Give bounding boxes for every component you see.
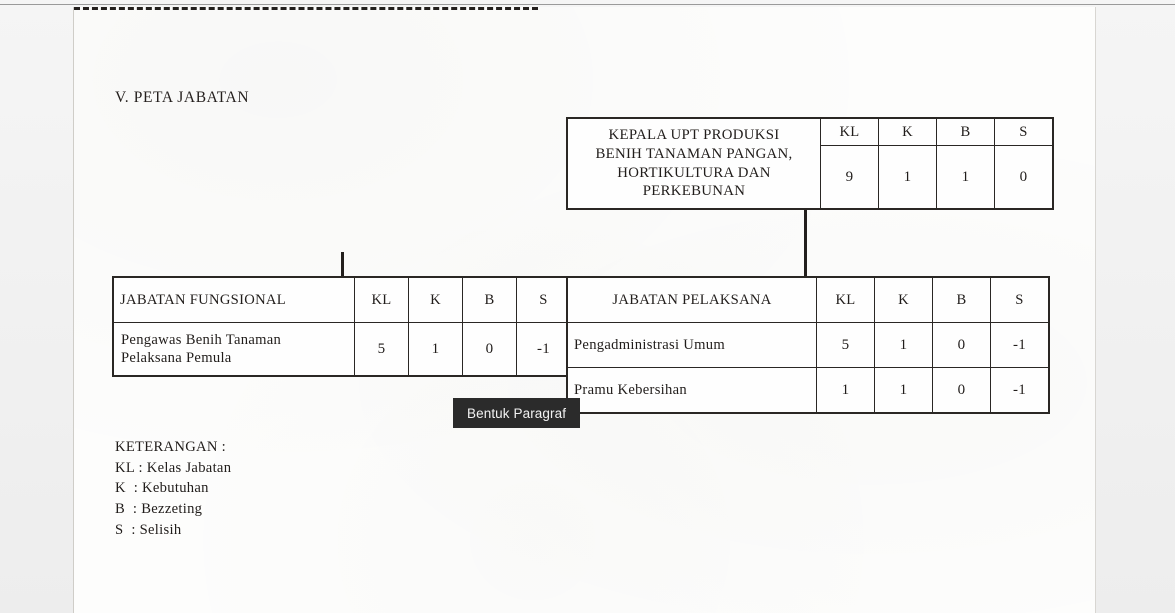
kepala-title-line-2: BENIH TANAMAN PANGAN, <box>595 145 793 162</box>
org-box-jabatan-pelaksana: JABATAN PELAKSANA KL K B S Pengadministr… <box>567 277 1049 413</box>
table-row: Pengawas Benih Tanaman Pelaksana Pemula … <box>113 322 571 376</box>
kepala-value-kl: 9 <box>820 145 879 209</box>
pelaksana-row-1-k: 1 <box>874 367 933 413</box>
fungsional-header-b: B <box>462 277 517 323</box>
kepala-title-cell: KEPALA UPT PRODUKSI BENIH TANAMAN PANGAN… <box>567 118 821 209</box>
pelaksana-row-1-kl: 1 <box>816 367 875 413</box>
fungsional-row-0-s: -1 <box>516 322 571 376</box>
document-page: V. PETA JABATAN KEPALA UPT PRODUKSI BENI… <box>74 7 1095 613</box>
page-title: V. PETA JABATAN <box>115 89 250 106</box>
table-header-row: JABATAN FUNGSIONAL KL K B S <box>113 277 571 323</box>
pelaksana-row-0-s: -1 <box>990 322 1049 368</box>
fungsional-header-name: JABATAN FUNGSIONAL <box>113 277 355 323</box>
org-box-jabatan-fungsional: JABATAN FUNGSIONAL KL K B S Pengawas Ben… <box>113 277 571 376</box>
pelaksana-header-k: K <box>874 277 933 323</box>
kepala-value-s: 0 <box>994 145 1053 209</box>
connector-vertical-left <box>341 252 344 278</box>
table-row: Pramu Kebersihan 1 1 0 -1 <box>567 367 1049 413</box>
table-header-row: JABATAN PELAKSANA KL K B S <box>567 277 1049 323</box>
fungsional-row-0-name-line-1: Pengawas Benih Tanaman <box>121 331 282 348</box>
top-ruler-divider <box>0 4 1175 5</box>
org-box-kepala-upt: KEPALA UPT PRODUKSI BENIH TANAMAN PANGAN… <box>567 118 1053 209</box>
pelaksana-row-0-kl: 5 <box>816 322 875 368</box>
kepala-header-b: B <box>936 118 995 146</box>
fungsional-header-kl: KL <box>354 277 409 323</box>
pelaksana-row-1-s: -1 <box>990 367 1049 413</box>
pelaksana-header-name: JABATAN PELAKSANA <box>567 277 817 323</box>
connector-vertical-main <box>804 210 807 278</box>
pelaksana-row-0-name: Pengadministrasi Umum <box>567 322 817 368</box>
tooltip-bentuk-paragraf: Bentuk Paragraf <box>453 398 581 428</box>
kepala-title-line-1: KEPALA UPT PRODUKSI <box>608 126 780 143</box>
kepala-header-kl: KL <box>820 118 879 146</box>
fungsional-header-s: S <box>516 277 571 323</box>
legend-item-kl: KL : Kelas Jabatan <box>115 459 232 476</box>
table-row: KEPALA UPT PRODUKSI BENIH TANAMAN PANGAN… <box>567 118 1053 209</box>
table-row: Pengadministrasi Umum 5 1 0 -1 <box>567 322 1049 368</box>
fungsional-row-0-b: 0 <box>462 322 517 376</box>
fungsional-row-0-k: 1 <box>408 322 463 376</box>
kepala-title-line-3: HORTIKULTURA DAN <box>617 164 771 181</box>
legend-title: KETERANGAN : <box>115 439 227 455</box>
kepala-value-b: 1 <box>936 145 995 209</box>
pelaksana-row-1-b: 0 <box>932 367 991 413</box>
legend-item-k: K : Kebutuhan <box>115 480 209 497</box>
pelaksana-row-0-b: 0 <box>932 322 991 368</box>
pelaksana-header-s: S <box>990 277 1049 323</box>
kepala-value-k: 1 <box>878 145 937 209</box>
pelaksana-row-0-k: 1 <box>874 322 933 368</box>
fungsional-row-0-name-line-2: Pelaksana Pemula <box>121 350 232 366</box>
legend-item-b: B : Bezzeting <box>115 501 203 518</box>
pelaksana-header-kl: KL <box>816 277 875 323</box>
fungsional-header-k: K <box>408 277 463 323</box>
pelaksana-row-1-name: Pramu Kebersihan <box>567 367 817 413</box>
kepala-header-s: S <box>994 118 1053 146</box>
legend-item-s: S : Selisih <box>115 521 182 538</box>
pelaksana-header-b: B <box>932 277 991 323</box>
kepala-title-line-4: PERKEBUNAN <box>642 183 746 200</box>
fungsional-row-0-name: Pengawas Benih Tanaman Pelaksana Pemula <box>113 322 355 376</box>
legend-keterangan: KETERANGAN : KL : Kelas Jabatan K : Kebu… <box>115 437 231 541</box>
connector-dashed-horizontal <box>74 7 538 10</box>
kepala-header-k: K <box>878 118 937 146</box>
fungsional-row-0-kl: 5 <box>354 322 409 376</box>
table-row: 9 1 1 0 <box>568 145 1053 209</box>
